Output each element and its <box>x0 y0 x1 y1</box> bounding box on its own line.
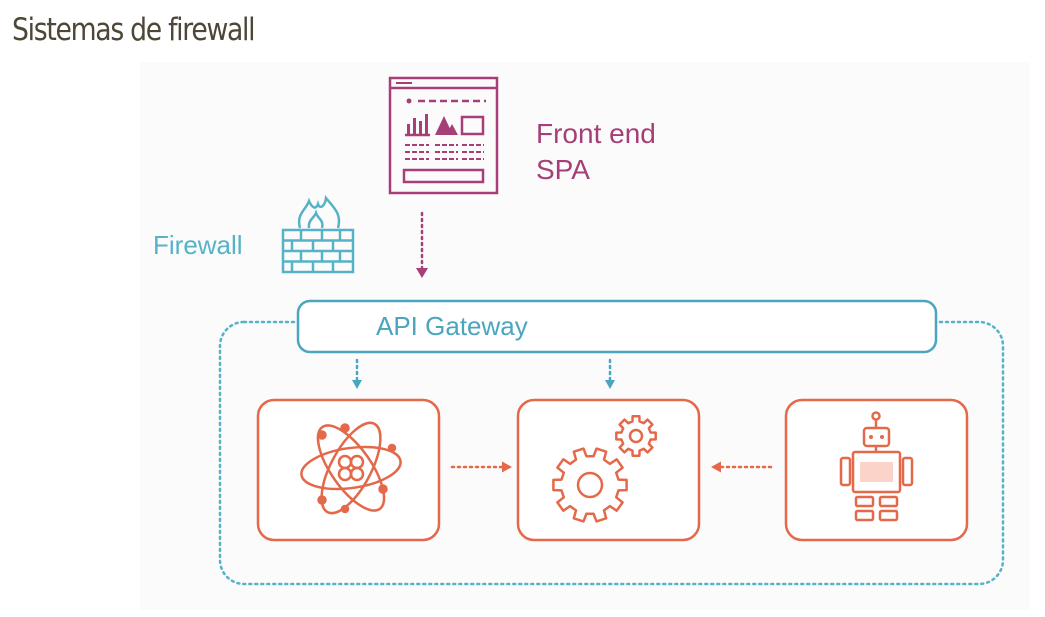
frontend-label: Front end SPA <box>536 116 656 188</box>
robot-icon <box>839 411 914 522</box>
atom-to-gears-arrow <box>450 461 512 473</box>
frontend-label-line1: Front end <box>536 118 656 149</box>
robot-to-gears-arrow <box>711 461 774 473</box>
gateway-to-atom-arrow <box>352 358 362 389</box>
api-gateway-label: API Gateway <box>376 311 528 341</box>
slide-title: Sistemas de firewall <box>12 12 256 48</box>
webpage-layout-icon <box>388 76 499 195</box>
api-gateway-box <box>296 299 938 354</box>
service-box-gears <box>516 398 701 542</box>
atom-icon <box>300 421 402 515</box>
gateway-to-gears-arrow <box>605 358 615 389</box>
frontend-label-line2: SPA <box>536 154 590 185</box>
firewall-label: Firewall <box>153 230 243 260</box>
firewall-icon <box>281 194 355 274</box>
frontend-to-gateway-arrow <box>416 211 428 278</box>
gears-icon <box>552 415 657 523</box>
